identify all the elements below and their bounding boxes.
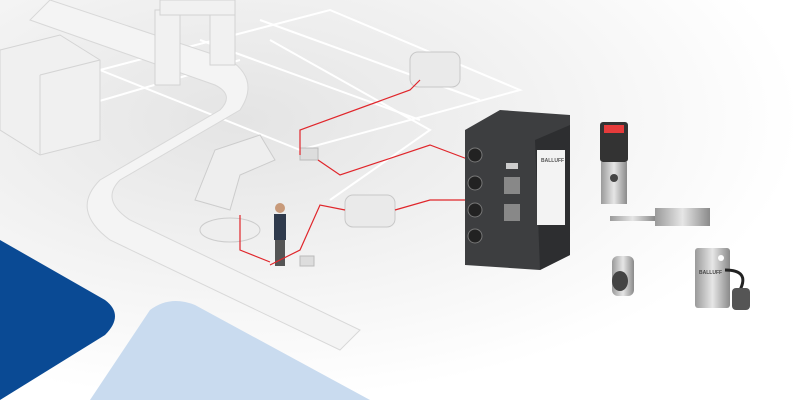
cnc-machine — [0, 34, 101, 156]
robot-arm — [194, 134, 276, 243]
motor-middle — [344, 194, 396, 228]
cables — [239, 79, 471, 266]
sensor-box — [299, 147, 319, 161]
pressure-sensor — [600, 122, 628, 204]
motor-top — [409, 51, 461, 88]
device-logo: BALLUFF — [541, 158, 564, 164]
inductive-sensor — [612, 256, 634, 296]
conveyor-belt — [29, 0, 361, 351]
temperature-sensor — [610, 208, 710, 226]
sensor-box-2 — [299, 255, 315, 267]
sensor-logo: BALLUFF — [699, 270, 722, 276]
worker-figure — [274, 203, 286, 266]
blue-corner-shape — [0, 240, 115, 400]
safety-sensor — [695, 248, 750, 310]
light-blue-shape — [90, 301, 370, 400]
io-link-master-device — [465, 110, 570, 270]
robot-gantry — [154, 0, 236, 86]
